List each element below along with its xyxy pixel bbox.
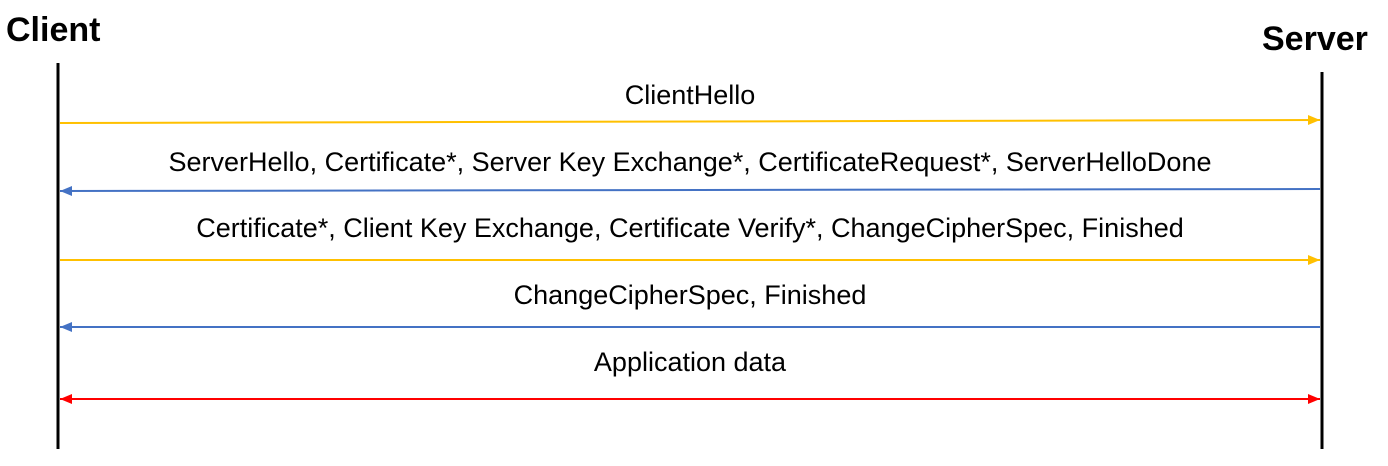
message-label-serverhello: ServerHello, Certificate*, Server Key Ex…	[168, 147, 1212, 177]
message-label-application-data: Application data	[593, 347, 787, 377]
client-label: Client	[6, 11, 101, 49]
message-label-server-finished: ChangeCipherSpec, Finished	[513, 280, 867, 310]
arrowhead-right-clienthello	[1308, 115, 1320, 125]
message-label-clienthello: ClientHello	[624, 80, 756, 110]
arrowhead-left-serverhello	[60, 186, 72, 196]
message-arrow-serverhello	[59, 188, 1321, 192]
arrowhead-left-server-finished	[60, 322, 72, 332]
message-arrow-clienthello	[59, 119, 1321, 124]
arrowhead-left-application-data	[60, 394, 72, 404]
message-arrows	[59, 115, 1321, 404]
arrowhead-right-application-data	[1308, 394, 1320, 404]
arrowhead-right-client-key-exchange	[1308, 255, 1320, 265]
server-label: Server	[1262, 20, 1368, 58]
message-label-client-key-exchange: Certificate*, Client Key Exchange, Certi…	[196, 213, 1184, 243]
